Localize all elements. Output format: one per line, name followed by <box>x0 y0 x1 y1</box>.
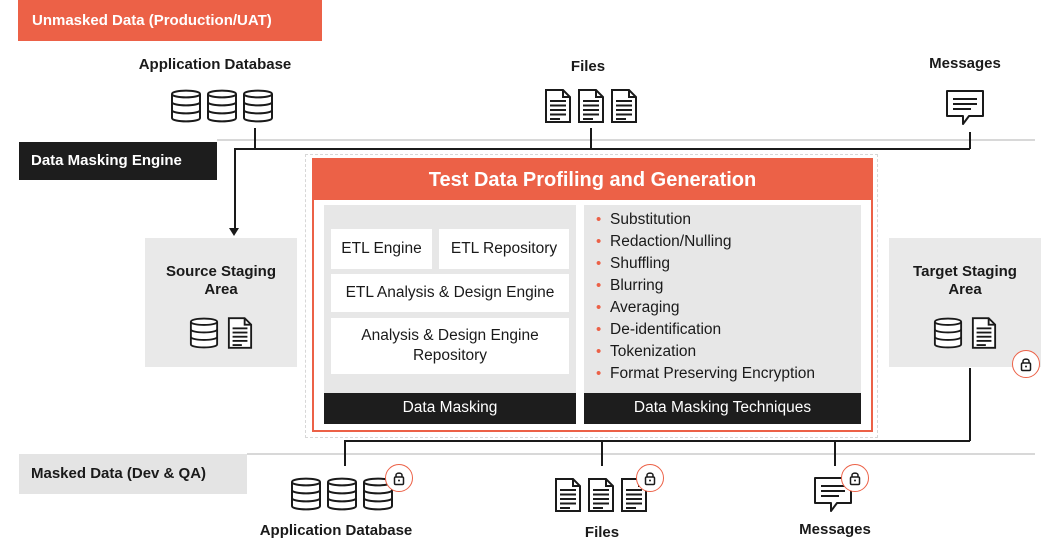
source-staging-icons <box>145 316 297 350</box>
connector <box>590 128 592 149</box>
masked-data-label: Masked Data (Dev & QA) <box>19 454 247 494</box>
source-messages-label: Messages <box>929 55 1001 72</box>
target-app-db-icons <box>290 475 394 513</box>
target-files-label: Files <box>584 524 620 541</box>
technique-item: Shuffling <box>596 253 858 275</box>
technique-item: De-identification <box>596 319 858 341</box>
connector-bus-bottom <box>344 440 970 442</box>
analysis-repository-box: Analysis & Design Engine Repository <box>331 318 569 374</box>
source-messages-icon-wrap <box>945 88 985 128</box>
etl-analysis-box: ETL Analysis & Design Engine <box>331 274 569 312</box>
techniques-footer: Data Masking Techniques <box>584 393 861 424</box>
target-messages-label: Messages <box>799 521 871 538</box>
profiling-title: Test Data Profiling and Generation <box>314 160 871 200</box>
etl-repository-box: ETL Repository <box>439 229 569 269</box>
connector <box>969 368 971 441</box>
document-icon <box>227 316 253 350</box>
technique-item: Averaging <box>596 297 858 319</box>
technique-item: Format Preserving Encryption <box>596 363 858 385</box>
database-icon <box>189 316 219 350</box>
database-icon <box>290 475 322 513</box>
database-icon <box>933 316 963 350</box>
document-icon <box>554 477 582 513</box>
source-app-db-icons <box>170 88 274 124</box>
data-masking-footer: Data Masking <box>324 393 576 424</box>
technique-item: Blurring <box>596 275 858 297</box>
database-icon <box>170 88 202 124</box>
source-app-db-label: Application Database <box>138 56 292 73</box>
lock-icon <box>385 464 413 492</box>
source-files-label: Files <box>570 58 606 75</box>
target-staging-title: Target Staging Area <box>913 263 1017 298</box>
connector <box>254 128 256 149</box>
technique-item: Substitution <box>596 209 858 231</box>
connector <box>834 440 836 466</box>
separator-top <box>217 139 1035 141</box>
technique-item: Tokenization <box>596 341 858 363</box>
document-icon <box>971 316 997 350</box>
technique-item: Redaction/Nulling <box>596 231 858 253</box>
database-icon <box>206 88 238 124</box>
techniques-list: SubstitutionRedaction/NullingShufflingBl… <box>596 209 858 385</box>
target-staging-icons <box>889 316 1041 350</box>
lock-icon <box>841 464 869 492</box>
connector <box>969 132 971 149</box>
data-masking-engine-label: Data Masking Engine <box>19 142 217 180</box>
message-icon <box>945 88 985 128</box>
connector <box>234 148 236 230</box>
connector <box>601 440 603 466</box>
document-icon <box>577 88 605 124</box>
document-icon <box>587 477 615 513</box>
database-icon <box>326 475 358 513</box>
lock-icon <box>1012 350 1040 378</box>
source-files-icons <box>544 88 640 124</box>
etl-engine-box: ETL Engine <box>331 229 432 269</box>
source-staging-title: Source Staging Area <box>165 263 277 298</box>
database-icon <box>242 88 274 124</box>
unmasked-data-label: Unmasked Data (Production/UAT) <box>18 0 322 41</box>
document-icon <box>610 88 638 124</box>
profiling-outer-frame <box>305 154 878 438</box>
separator-bottom <box>247 453 1035 455</box>
source-staging-area: Source Staging Area <box>145 238 297 367</box>
connector-bus-top <box>234 148 970 150</box>
document-icon <box>544 88 572 124</box>
target-files-icons <box>554 477 650 513</box>
target-staging-area: Target Staging Area <box>889 238 1041 367</box>
target-app-db-label: Application Database <box>259 522 413 539</box>
connector <box>344 440 346 466</box>
arrow-down-icon <box>229 228 239 236</box>
lock-icon <box>636 464 664 492</box>
